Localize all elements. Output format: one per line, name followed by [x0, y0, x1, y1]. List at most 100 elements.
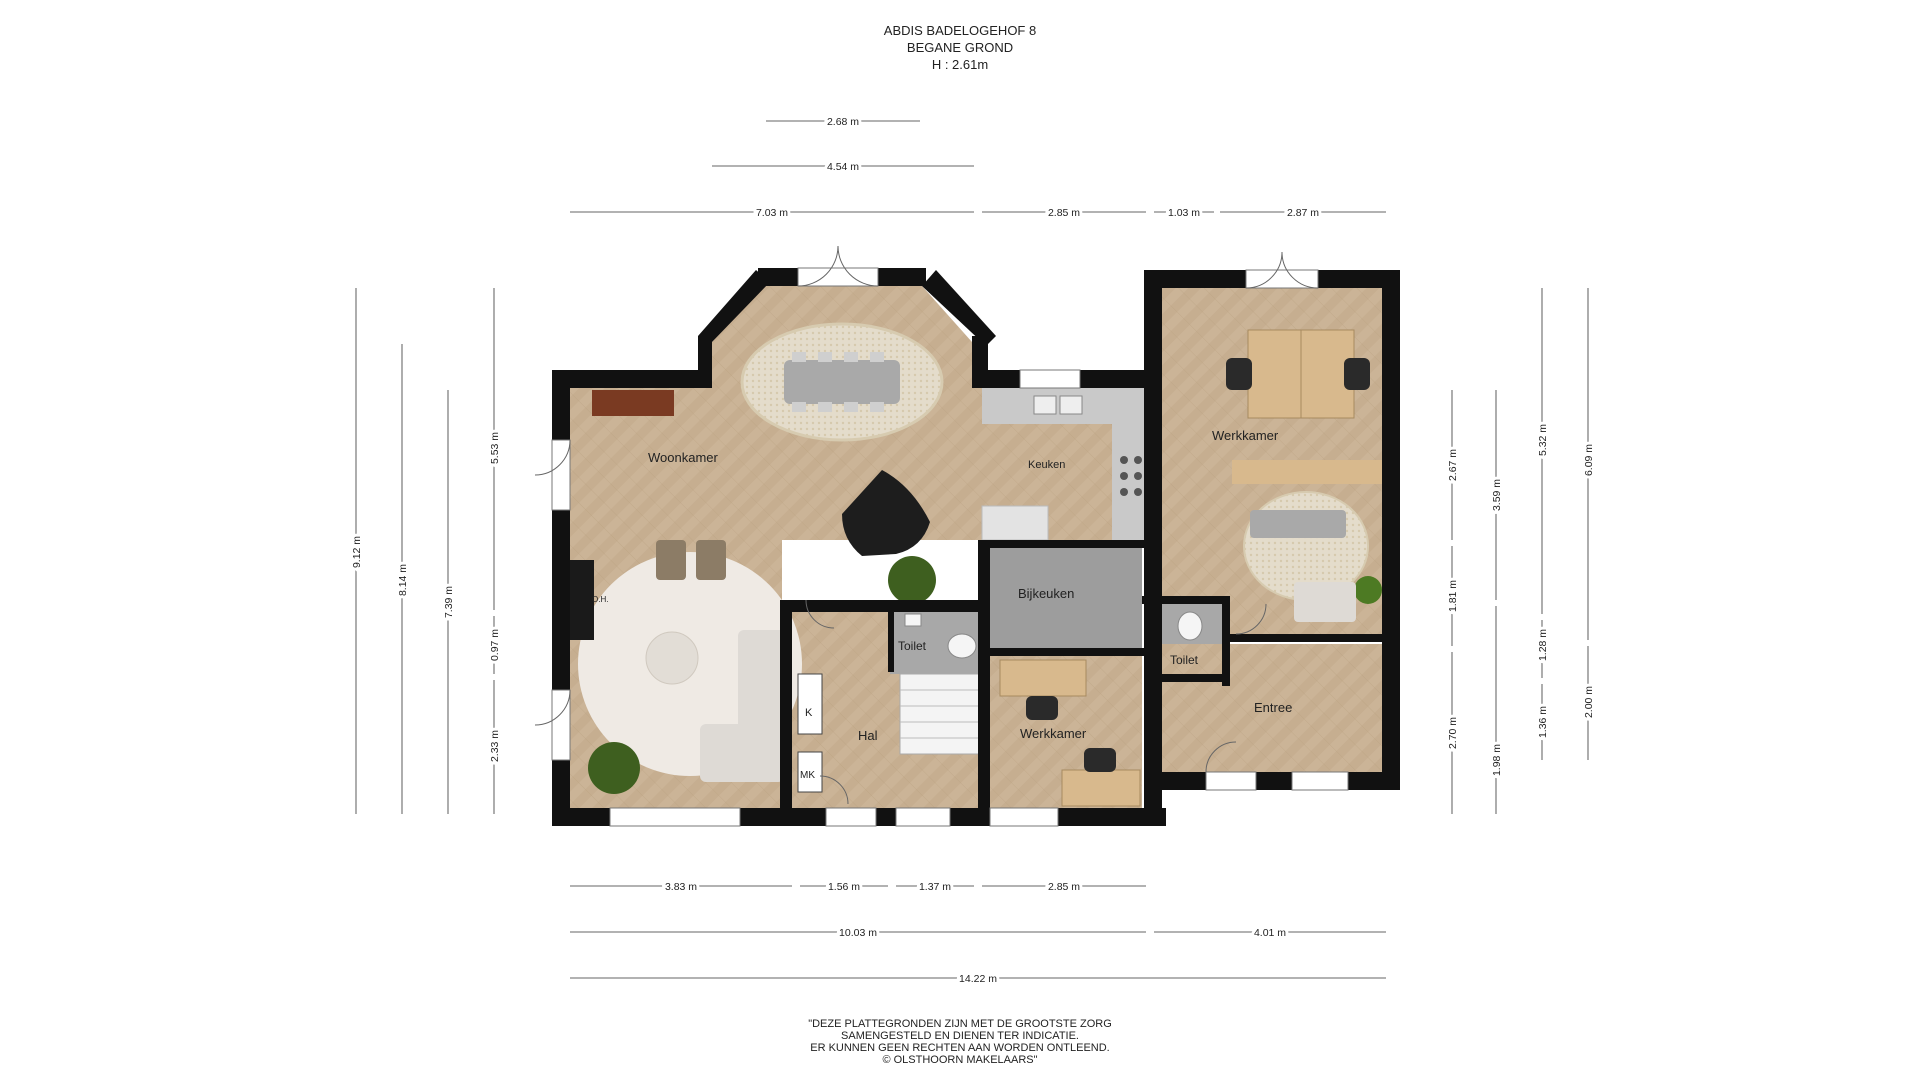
disclaimer-line-4: © OLSTHOORN MAKELAARS": [882, 1054, 1038, 1066]
window-left-2: [551, 689, 571, 761]
window-kitchen: [1019, 369, 1081, 389]
disclaimer: "DEZE PLATTEGRONDEN ZIJN MET DE GROOTSTE…: [0, 1018, 1920, 1066]
office-chair-icon: [1084, 748, 1116, 772]
sink-icon: [1059, 395, 1083, 415]
dim-top-2-85: 2.85 m: [1048, 207, 1080, 219]
kitchen-counter: [1112, 388, 1148, 540]
dim-bottom-10-03: 10.03 m: [839, 927, 877, 939]
office-chair-icon: [1344, 358, 1370, 390]
dim-right-2-70: 2.70 m: [1447, 717, 1459, 749]
window-entree-2: [1291, 771, 1349, 791]
cabinet-mk: [797, 751, 823, 793]
plant-icon: [888, 556, 936, 604]
floor-title: BEGANE GROND: [906, 40, 1014, 55]
shelf: [1232, 460, 1388, 484]
disclaimer-line-3: ER KUNNEN GEEN RECHTEN AAN WORDEN ONTLEE…: [810, 1042, 1110, 1054]
plan-title: ABDIS BADELOGEHOF 8 BEGANE GROND H : 2.6…: [0, 22, 1920, 73]
armchair-icon: [656, 540, 686, 580]
dim-left-9-12: 9.12 m: [351, 536, 363, 568]
label-entree: Entree: [1254, 700, 1292, 715]
toilet-icon: [1177, 611, 1203, 641]
dim-right-2-67: 2.67 m: [1447, 449, 1459, 481]
floor-bijkeuken: [982, 546, 1142, 650]
dim-top-4-54: 4.54 m: [827, 161, 859, 173]
armchair-icon: [696, 540, 726, 580]
dim-left-8-14: 8.14 m: [397, 564, 409, 596]
dim-bottom-4-01: 4.01 m: [1254, 927, 1286, 939]
dim-bottom-14-22: 14.22 m: [959, 973, 997, 985]
label-toilet-1: Toilet: [898, 639, 927, 653]
dim-right-1-98: 1.98 m: [1491, 744, 1503, 776]
dim-right-3-59: 3.59 m: [1491, 479, 1503, 511]
window-left-1: [551, 439, 571, 511]
label-mk: MK: [800, 770, 815, 781]
door-swings: [534, 245, 1319, 805]
window-bottom-1: [609, 807, 741, 827]
label-werkkamer-large: Werkkamer: [1212, 428, 1279, 443]
dim-right-1-28: 1.28 m: [1537, 629, 1549, 661]
dim-right-1-81: 1.81 m: [1447, 580, 1459, 612]
label-werkkamer-small: Werkkamer: [1020, 726, 1087, 741]
dim-left-2-33: 2.33 m: [489, 730, 501, 762]
desk: [1061, 769, 1141, 807]
plant-icon: [1354, 576, 1382, 604]
window-bottom-2: [825, 807, 877, 827]
dim-right-1-36: 1.36 m: [1537, 706, 1549, 738]
cabinet-k: [797, 673, 823, 735]
door-garden: [797, 267, 879, 287]
disclaimer-line-2: SAMENGESTELD EN DIENEN TER INDICATIE.: [841, 1030, 1079, 1042]
plant-icon: [588, 742, 640, 794]
label-keuken: Keuken: [1028, 459, 1065, 471]
window-bottom-3: [895, 807, 951, 827]
fireplace: [570, 560, 594, 640]
dim-top-2-68: 2.68 m: [827, 116, 859, 128]
window-entree-1: [1205, 771, 1257, 791]
office-chair-icon: [1026, 696, 1058, 720]
label-k: K: [805, 707, 813, 719]
toilet-icon: [947, 633, 977, 659]
window-bottom-4: [989, 807, 1059, 827]
lounge-chair: [1294, 582, 1356, 622]
label-toilet-2: Toilet: [1170, 653, 1199, 667]
dim-right-5-32: 5.32 m: [1537, 424, 1549, 456]
dim-right-6-09: 6.09 m: [1583, 444, 1595, 476]
dim-top-1-03: 1.03 m: [1168, 207, 1200, 219]
label-oh: O.H.: [592, 595, 608, 604]
dim-left-0-97: 0.97 m: [489, 629, 501, 661]
dim-top-7-03: 7.03 m: [756, 207, 788, 219]
ceiling-height: H : 2.61m: [931, 57, 989, 72]
dim-bottom-1-37: 1.37 m: [919, 881, 951, 893]
dim-left-7-39: 7.39 m: [443, 586, 455, 618]
room-labels: Woonkamer Keuken Bijkeuken Toilet Hal We…: [592, 428, 1292, 781]
label-hal: Hal: [858, 728, 878, 743]
treatment-table: [1250, 510, 1346, 538]
floor-entree: [1160, 644, 1382, 772]
label-bijkeuken: Bijkeuken: [1018, 586, 1074, 601]
office-chair-icon: [1226, 358, 1252, 390]
furniture: [570, 322, 1388, 807]
address-title: ABDIS BADELOGEHOF 8: [883, 23, 1037, 38]
dim-bottom-1-56: 1.56 m: [828, 881, 860, 893]
dim-left-5-53: 5.53 m: [489, 432, 501, 464]
desk: [999, 659, 1087, 697]
piano-icon: [842, 470, 930, 556]
dim-bottom-2-85: 2.85 m: [1048, 881, 1080, 893]
dim-bottom-3-83: 3.83 m: [665, 881, 697, 893]
door-office: [1245, 269, 1319, 289]
stairs: [899, 673, 981, 755]
label-woonkamer: Woonkamer: [648, 450, 719, 465]
sofa-icon: [738, 630, 786, 730]
sink-icon: [1033, 395, 1057, 415]
disclaimer-line-1: "DEZE PLATTEGRONDEN ZIJN MET DE GROOTSTE…: [808, 1018, 1112, 1030]
washbasin-icon: [904, 613, 922, 627]
stove-icon: [1120, 456, 1142, 496]
kitchen-island: [981, 505, 1049, 541]
coffee-table: [645, 631, 699, 685]
dimension-labels: 2.68 m 4.54 m 7.03 m 2.85 m 1.03 m 2.87 …: [348, 113, 1598, 988]
dim-right-2-00: 2.00 m: [1583, 686, 1595, 718]
dim-top-2-87: 2.87 m: [1287, 207, 1319, 219]
dimension-lines: [355, 120, 1589, 979]
dining-table-icon: [784, 360, 900, 404]
openings: [551, 267, 1349, 827]
